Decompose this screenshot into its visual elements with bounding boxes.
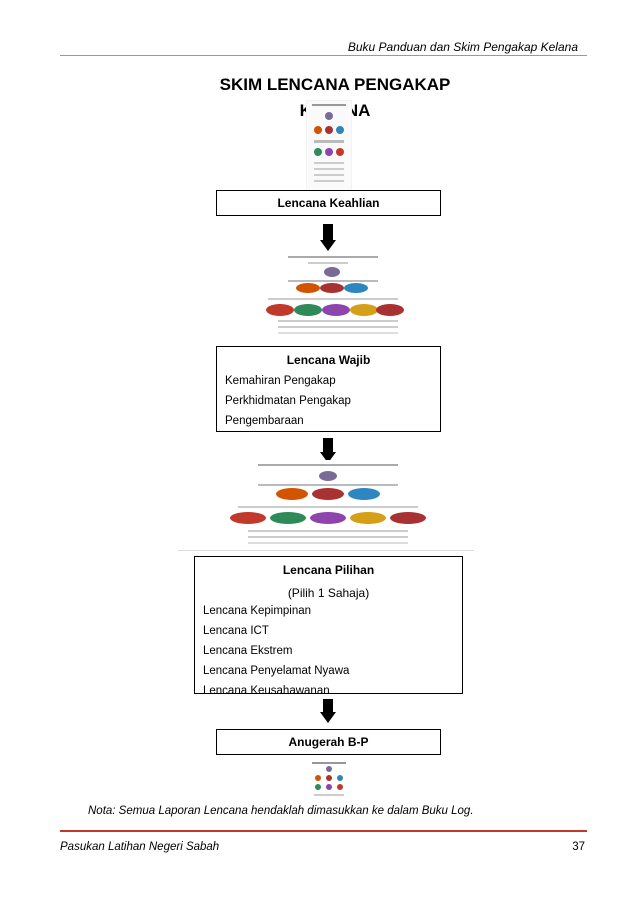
scheme-thumbnail-middle bbox=[228, 252, 428, 342]
box-lencana-wajib-title: Lencana Wajib bbox=[286, 353, 371, 367]
footer-org: Pasukan Latihan Negeri Sabah bbox=[60, 841, 220, 853]
box-lencana-pilihan-title: Lencana Pilihan bbox=[282, 563, 375, 577]
arrow-down-icon bbox=[320, 438, 336, 463]
scheme-thumbnail-top bbox=[306, 100, 352, 192]
page-header: Buku Panduan dan Skim Pengakap Kelana bbox=[347, 40, 578, 54]
scheme-thumbnail-large bbox=[168, 460, 484, 554]
list-item: Kemahiran Pengakap bbox=[225, 375, 336, 387]
list-item: Lencana Kepimpinan bbox=[203, 605, 312, 617]
box-lencana-pilihan: Lencana Pilihan (Pilih 1 Sahaja) Lencana… bbox=[194, 556, 463, 697]
page-number: 37 bbox=[572, 841, 585, 853]
box-anugerah-bp: Anugerah B-P bbox=[216, 729, 441, 755]
arrow-down-icon bbox=[320, 699, 336, 723]
note-text: Nota: Semua Laporan Lencana hendaklah di… bbox=[88, 805, 474, 817]
list-item: Lencana Penyelamat Nyawa bbox=[203, 665, 350, 677]
box-lencana-pilihan-subtitle: (Pilih 1 Sahaja) bbox=[287, 586, 370, 600]
box-lencana-keahlian: Lencana Keahlian bbox=[216, 190, 441, 216]
box-lencana-keahlian-title: Lencana Keahlian bbox=[277, 196, 380, 210]
title-line-1: SKIM LENCANA PENGAKAP bbox=[219, 75, 451, 94]
list-item: Lencana Keusahawanan bbox=[203, 685, 330, 697]
header-rule bbox=[60, 55, 587, 56]
scheme-thumbnail-bottom bbox=[306, 760, 352, 800]
list-item: Pengembaraan bbox=[225, 415, 304, 427]
list-item: Lencana Ekstrem bbox=[203, 645, 293, 657]
list-item: Lencana ICT bbox=[203, 625, 269, 637]
footer-rule bbox=[60, 830, 587, 832]
list-item: Perkhidmatan Pengakap bbox=[225, 395, 351, 407]
box-lencana-wajib: Lencana Wajib Kemahiran Pengakap Perkhid… bbox=[216, 346, 441, 432]
arrow-down-icon bbox=[320, 224, 336, 251]
box-anugerah-bp-title: Anugerah B-P bbox=[288, 735, 369, 749]
